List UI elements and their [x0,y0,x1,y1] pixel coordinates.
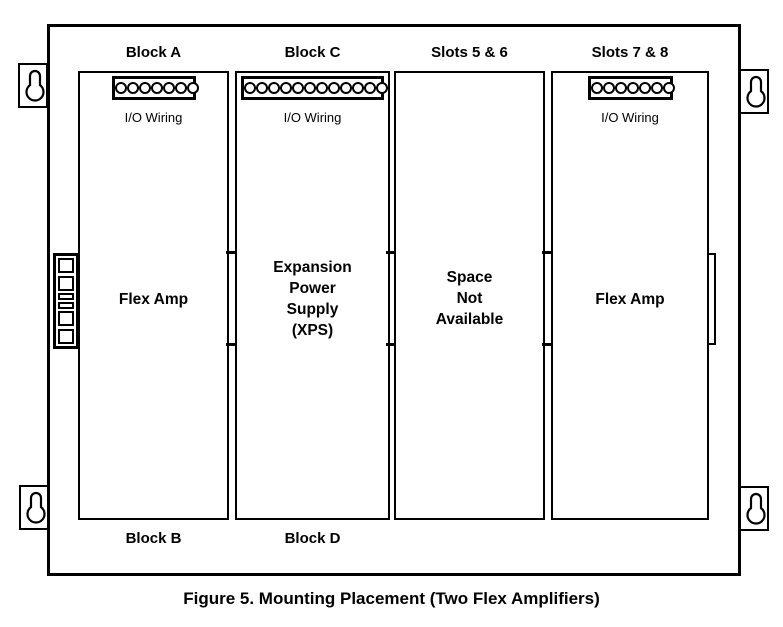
terminal-circle [114,82,127,94]
terminal-circle [352,82,364,94]
terminal-circle [340,82,352,94]
slot-content-label: Space Not Available [396,267,543,330]
terminal-circle [590,82,603,94]
terminal-circle [150,82,163,94]
slot-content-line: Power [289,280,336,297]
connector-cell [58,292,74,300]
terminal-circle [614,82,627,94]
keyhole-icon [746,492,766,525]
label-block-b: Block B [125,530,182,547]
mounting-bracket-bottom-left [19,485,49,530]
slot-joint-tick [226,251,237,254]
terminal-circle [280,82,292,94]
terminal-circle [364,82,376,94]
slot-content-label: Flex Amp [80,289,227,310]
left-connector-block [53,253,79,349]
io-terminal-strip [241,76,388,100]
right-side-tab [707,253,716,345]
slot-content-line: Space [446,269,493,286]
label-slots-5-6: Slots 5 & 6 [431,44,508,61]
slot-7-8: I/O Wiring Flex Amp [551,71,709,520]
io-terminal-strip [587,76,675,100]
terminal-circle [626,82,639,94]
terminal-circle [162,82,175,94]
slot-joint-tick [386,251,396,254]
connector-cell [58,302,74,310]
terminal-circle [304,82,316,94]
slot-joint-tick [542,343,553,346]
slot-5-6: Space Not Available [394,71,545,520]
slot-content-line: Not [456,290,483,307]
label-block-c: Block C [284,44,341,61]
connector-cell [58,258,74,274]
terminal-circle [256,82,268,94]
slot-joint-tick [226,343,237,346]
io-terminal-strip [111,76,199,100]
keyhole-icon [746,75,766,108]
slot-content-line: Expansion [273,259,352,276]
slot-content-line: Supply [286,301,339,318]
slot-block-cd: I/O Wiring Expansion Power Supply (XPS) [235,71,390,520]
terminal-circle [268,82,280,94]
slot-content-line: Flex Amp [595,291,665,308]
connector-cell [58,275,74,291]
label-block-a: Block A [125,44,182,61]
slot-joint-tick [386,343,396,346]
terminal-circle [328,82,340,94]
slot-content-label: Flex Amp [553,289,707,310]
terminal-circle [292,82,304,94]
slot-content-line: Available [435,311,504,328]
keyhole-icon [26,491,46,524]
terminal-circle [650,82,663,94]
connector-cell [58,328,74,344]
terminal-circle [186,82,199,94]
io-wiring-label: I/O Wiring [283,110,342,125]
slot-content-line: Flex Amp [118,291,189,308]
terminal-circle [602,82,615,94]
terminal-circle [376,82,388,94]
label-slots-7-8: Slots 7 & 8 [591,44,669,61]
figure-caption: Figure 5. Mounting Placement (Two Flex A… [183,589,600,608]
slot-block-ab: I/O Wiring Flex Amp [78,71,229,520]
terminal-circle [316,82,328,94]
slot-content-line: (XPS) [291,322,334,339]
io-wiring-label: I/O Wiring [601,110,659,125]
label-block-d: Block D [284,530,341,547]
mounting-bracket-top-right [739,69,769,114]
terminal-circle [138,82,151,94]
terminal-circle [244,82,256,94]
mounting-bracket-top-left [18,63,48,108]
keyhole-icon [25,69,45,102]
slot-content-label: Expansion Power Supply (XPS) [237,257,388,341]
terminal-circle [638,82,651,94]
connector-cell [58,311,74,327]
slot-joint-tick [542,251,553,254]
terminal-circle [174,82,187,94]
terminal-circle [126,82,139,94]
terminal-circle [662,82,675,94]
mounting-bracket-bottom-right [739,486,769,531]
io-wiring-label: I/O Wiring [124,110,183,125]
